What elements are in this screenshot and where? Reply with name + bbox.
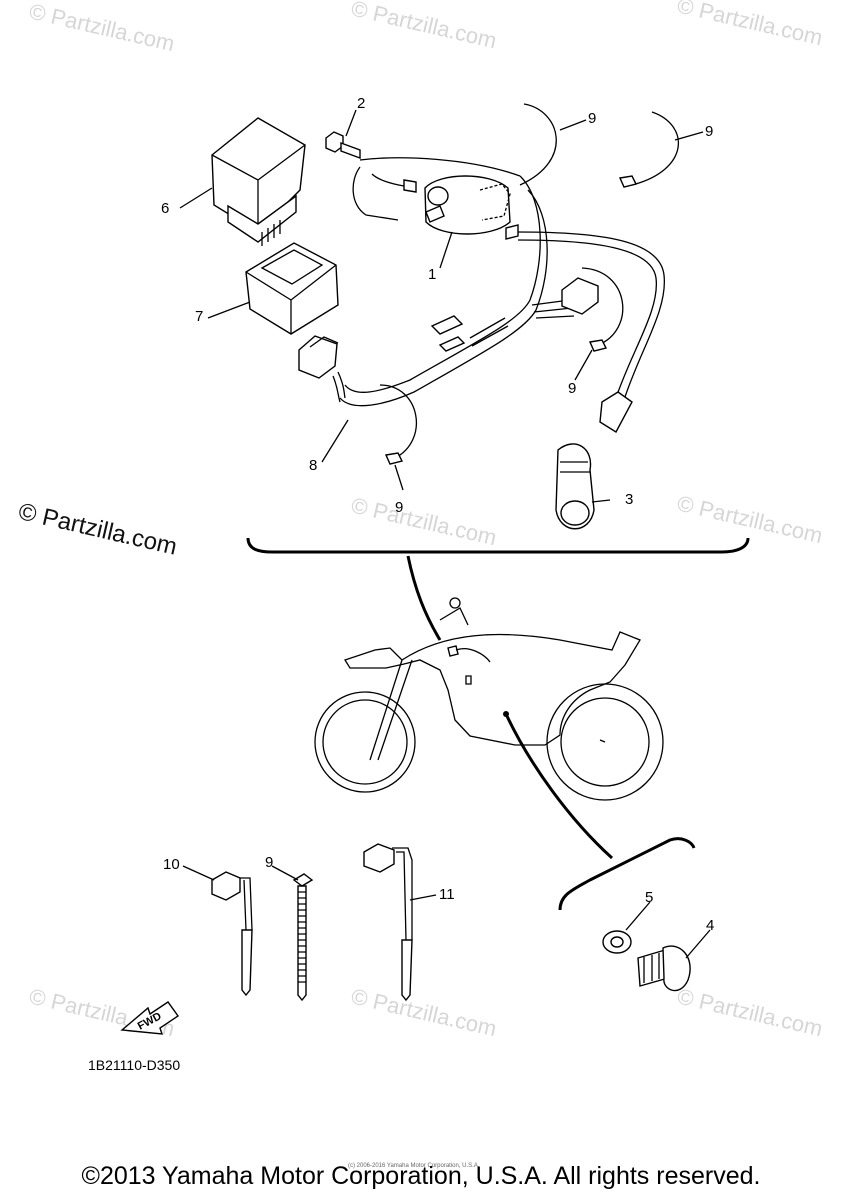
washer-part xyxy=(602,930,632,954)
watermark: © Partzilla.com xyxy=(349,984,499,1042)
pointer-line xyxy=(504,713,614,860)
fwd-arrow-icon: FWD xyxy=(120,1001,179,1035)
callout-8: 8 xyxy=(309,457,317,474)
band-10-part xyxy=(211,871,253,997)
watermark: © Partzilla.com xyxy=(349,0,499,53)
callout-numbers: 1 2 3 4 5 6 7 8 9 9 9 9 9 10 11 1B21110-… xyxy=(88,95,714,1073)
callout-10: 10 xyxy=(163,856,180,873)
lower-bracket xyxy=(558,837,696,911)
band-11-part xyxy=(363,843,413,1002)
cdi-unit-part xyxy=(211,117,306,246)
callout-6: 6 xyxy=(161,200,169,217)
leader-lines-lower xyxy=(182,865,711,959)
copyright-notice: ©2013 Yamaha Motor Corporation, U.S.A. A… xyxy=(81,1162,761,1190)
bolt-part xyxy=(325,131,361,160)
callout-9: 9 xyxy=(705,123,713,140)
plug-cap-part xyxy=(517,231,666,530)
cdi-cover-part xyxy=(245,242,339,335)
callout-3: 3 xyxy=(625,491,633,508)
wire-harness-part xyxy=(298,157,599,407)
callout-4: 4 xyxy=(706,917,714,934)
diagram-code: 1B21110-D350 xyxy=(88,1057,180,1073)
watermark: © Partzilla.com xyxy=(675,0,825,50)
callout-2: 2 xyxy=(357,95,365,112)
flange-bolt-part xyxy=(637,945,691,992)
ignition-coil-part xyxy=(403,175,519,240)
cable-band-part xyxy=(379,103,680,465)
callout-9: 9 xyxy=(568,380,576,397)
callout-5: 5 xyxy=(645,889,653,906)
callout-9: 9 xyxy=(395,499,403,516)
callout-11: 11 xyxy=(439,886,455,903)
motorcycle-outline xyxy=(314,555,664,801)
watermark: © Partzilla.com xyxy=(675,984,825,1042)
callout-7: 7 xyxy=(195,308,203,325)
assembly-bracket xyxy=(246,537,750,554)
band-9-part xyxy=(292,873,314,1002)
watermark: © Partzilla.com xyxy=(27,0,177,56)
callout-1: 1 xyxy=(428,266,436,283)
callout-9: 9 xyxy=(588,110,596,127)
watermark: © Partzilla.com xyxy=(349,493,499,551)
callout-9: 9 xyxy=(265,854,273,871)
watermark: © Partzilla.com xyxy=(675,491,825,549)
watermark-layer: © Partzilla.com © Partzilla.com © Partzi… xyxy=(27,0,825,1041)
leader-lines xyxy=(179,109,704,503)
fine-print: (c) 2006-2016 Yamaha Motor Corporation, … xyxy=(348,1163,480,1169)
